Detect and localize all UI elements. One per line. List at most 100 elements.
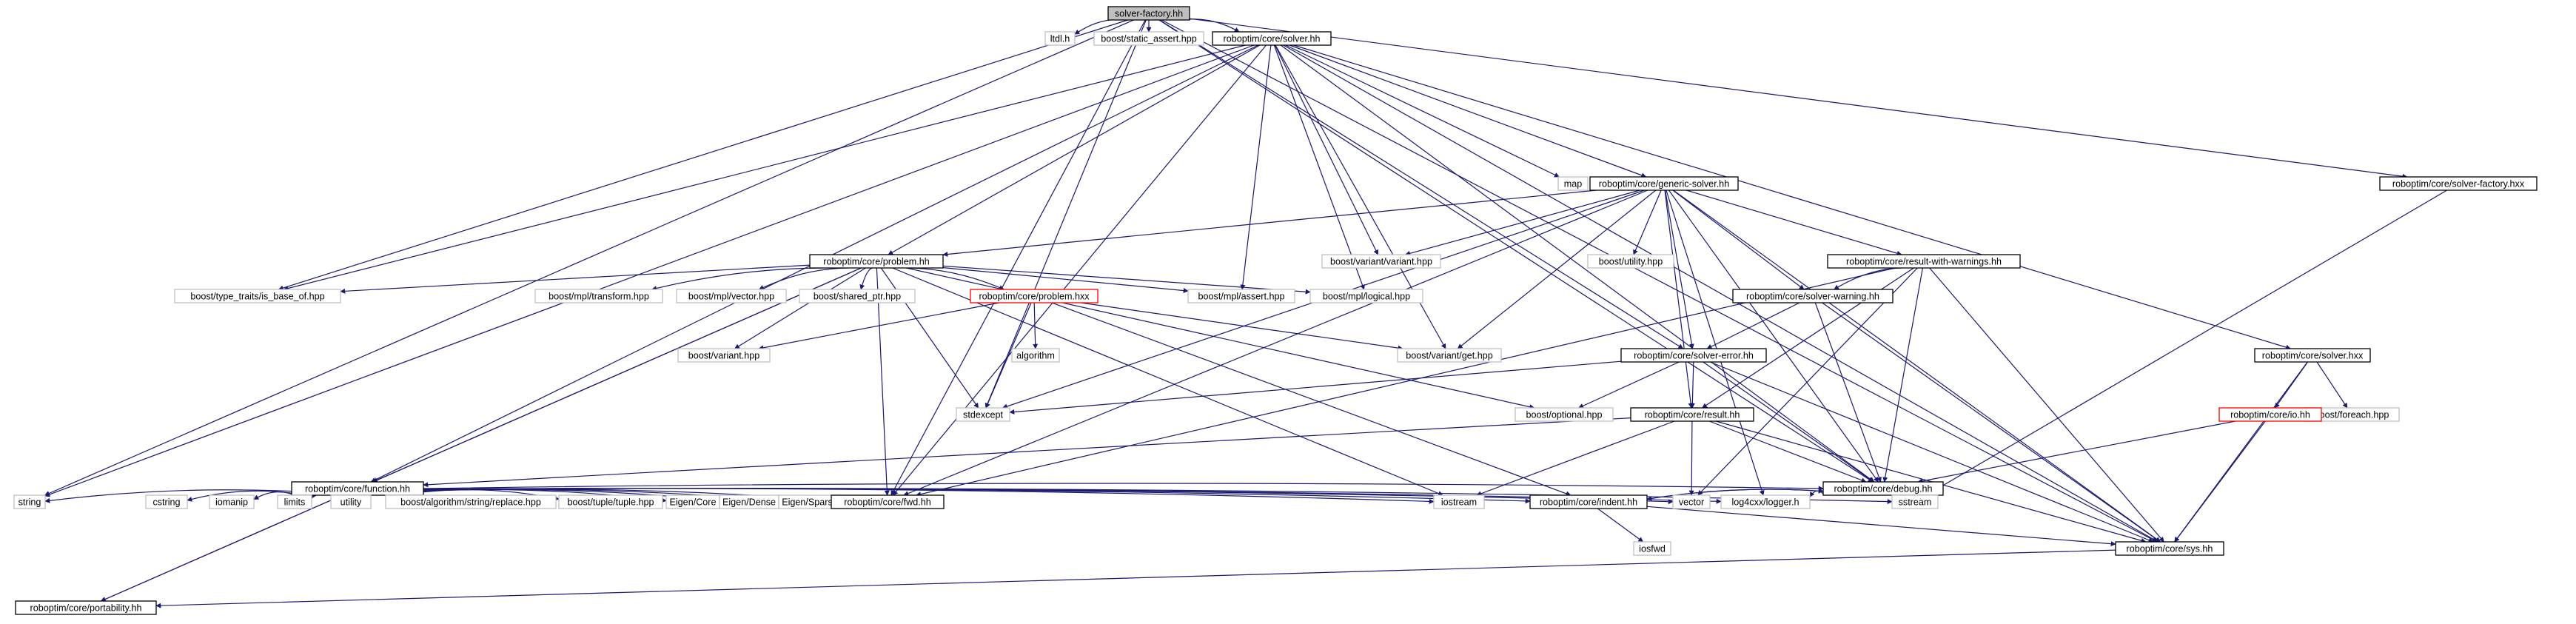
node-box [799,289,916,303]
node-box [956,407,1010,422]
node-core-fwd-hh[interactable]: roboptim/core/fwd.hh [831,494,945,509]
node-core-solver-error-hh[interactable]: roboptim/core/solver-error.hh [1620,348,1767,363]
node-label: iosfwd [1639,544,1666,554]
node-box [277,494,312,509]
node-boost-variant-variant[interactable]: boost/variant/variant.hpp [1321,254,1441,269]
node-iomanip[interactable]: iomanip [209,494,255,509]
node-boost-mpl-transform[interactable]: boost/mpl/transform.hpp [534,289,663,303]
node-box [1589,176,1739,191]
node-core-indent-hh[interactable]: roboptim/core/indent.hh [1529,494,1648,509]
node-label: roboptim/core/indent.hh [1540,497,1637,508]
node-boost-type-traits-is-base-of[interactable]: boost/type_traits/is_base_of.hpp [174,289,341,303]
include-edge-solver_factory_hh-to-core_solver_error_hh [1158,19,1684,349]
node-box [209,494,255,509]
include-edge-core_function_hh-to-sstream [423,488,1893,505]
node-label: roboptim/core/result.hh [1645,410,1740,420]
node-algorithm[interactable]: algorithm [1011,348,1060,363]
node-box [2379,176,2538,191]
node-core-result-with-warnings-hh[interactable]: roboptim/core/result-with-warnings.hh [1827,254,2021,269]
node-boost-static-assert[interactable]: boost/static_assert.hpp [1093,31,1204,46]
include-edge-core_solver_error_hh-to-core_debug_hh [1703,361,1874,483]
include-edge-core_generic_solver_hh-to-log4cxx_logger [1666,189,1765,496]
node-core-problem-hh[interactable]: roboptim/core/problem.hh [809,254,944,269]
node-label: sstream [1899,497,1932,508]
node-log4cxx-logger[interactable]: log4cxx/logger.h [1720,494,1811,509]
node-label: roboptim/core/sys.hh [2127,544,2213,554]
node-label: utility [341,497,362,508]
include-edge-core_problem_hxx-to-stdexcept [985,302,1032,409]
include-edge-core_result_hh-to-core_debug_hh [1708,420,1867,483]
include-edge-core_result_with_warnings_hh-to-core_result_hh [1702,267,1914,409]
include-edge-core_solver_warning_hh-to-core_debug_hh [1814,302,1882,483]
node-boost-variant-hpp[interactable]: boost/variant.hpp [677,348,771,363]
node-core-generic-solver-hh[interactable]: roboptim/core/generic-solver.hh [1589,176,1739,191]
node-core-debug-hh[interactable]: roboptim/core/debug.hh [1822,481,1944,496]
node-boost-shared-ptr[interactable]: boost/shared_ptr.hpp [799,289,916,303]
include-edge-core_problem_hh-to-boost_mpl_logical [942,265,1311,295]
node-core-solver-hh[interactable]: roboptim/core/solver.hh [1212,31,1332,46]
include-edge-core_problem_hh-to-boost_variant_hpp [734,267,866,349]
node-core-result-hh[interactable]: roboptim/core/result.hh [1630,407,1754,422]
node-box [1515,407,1614,422]
include-edge-core_problem_hh-to-boost_mpl_assert [942,267,1189,293]
node-cstring[interactable]: cstring [145,494,188,509]
node-boost-variant-get[interactable]: boost/variant/get.hpp [1397,348,1502,363]
node-core-function-hh[interactable]: roboptim/core/function.hh [291,481,424,496]
include-edge-core_solver_hh-to-core_problem_hh [888,44,1261,255]
node-label: stdexcept [963,410,1003,420]
node-vector[interactable]: vector [1672,494,1711,509]
node-core-solver-hxx[interactable]: roboptim/core/solver.hxx [2254,348,2371,363]
node-boost-optional[interactable]: boost/optional.hpp [1515,407,1614,422]
node-iostream[interactable]: iostream [1433,494,1485,509]
node-core-portability-hh[interactable]: roboptim/core/portability.hh [15,600,157,615]
node-boost-tuple[interactable]: boost/tuple/tuple.hpp [558,494,663,509]
node-box [1093,31,1204,46]
node-core-io-hh[interactable]: roboptim/core/io.hh [2218,407,2322,422]
node-box [1107,6,1190,21]
node-boost-utility[interactable]: boost/utility.hpp [1587,254,1674,269]
node-label: limits [284,497,306,508]
node-ltdl-h[interactable]: ltdl.h [1044,31,1076,46]
include-edge-core_sys_hh-to-core_portability_hh [155,549,2116,608]
include-edge-core_solver_hh-to-boost_variant_get [1275,44,1446,349]
node-sstream[interactable]: sstream [1891,494,1939,509]
node-label: roboptim/core/solver-error.hh [1634,351,1754,361]
include-edge-core_indent_hh-to-core_debug_hh [1646,488,1824,500]
node-boost-mpl-vector[interactable]: boost/mpl/vector.hpp [676,289,787,303]
include-edge-core_problem_hxx-to-algorithm [1033,302,1039,349]
node-iosfwd[interactable]: iosfwd [1633,541,1671,556]
node-boost-mpl-logical[interactable]: boost/mpl/logical.hpp [1309,289,1423,303]
include-edge-core_result_with_warnings_hh-to-core_solver_warning_hh [1834,267,1903,290]
node-box [1732,289,1894,303]
node-label: Eigen/Sparse [782,497,838,508]
include-edge-core_indent_hh-to-iosfwd [1597,508,1644,543]
node-box [1630,407,1754,422]
node-label: boost/mpl/transform.hpp [549,292,649,302]
node-core-sys-hh[interactable]: roboptim/core/sys.hh [2115,541,2224,556]
node-boost-algorithm-string-replace[interactable]: boost/algorithm/string/replace.hpp [385,494,557,509]
include-edge-core_generic_solver_hh-to-core_sys_hh [1673,189,2161,543]
node-box [970,289,1099,303]
node-label: roboptim/core/generic-solver.hh [1599,179,1729,189]
node-limits[interactable]: limits [277,494,312,509]
node-label: algorithm [1016,351,1055,361]
node-boost-foreach[interactable]: boost/foreach.hpp [2304,407,2400,422]
node-label: boost/algorithm/string/replace.hpp [400,497,541,508]
include-edge-core_generic_solver_hh-to-core_result_hh [1664,189,1694,409]
include-edge-core_generic_solver_hh-to-core_result_with_warnings_hh [1686,189,1902,256]
node-boost-mpl-assert[interactable]: boost/mpl/assert.hpp [1187,289,1295,303]
node-eigen-dense[interactable]: Eigen/Dense [719,494,779,509]
include-edge-core_solver_error_hh-to-stdexcept [1009,360,1622,415]
node-box [145,494,188,509]
node-core-solver-factory-hxx[interactable]: roboptim/core/solver-factory.hxx [2379,176,2538,191]
node-utility[interactable]: utility [330,494,372,509]
node-core-problem-hxx[interactable]: roboptim/core/problem.hxx [970,289,1099,303]
node-map[interactable]: map [1557,176,1589,191]
node-core-solver-warning-hh[interactable]: roboptim/core/solver-warning.hh [1732,289,1894,303]
node-string[interactable]: string [13,494,46,509]
node-label: roboptim/core/portability.hh [30,603,142,614]
node-eigen-core[interactable]: Eigen/Core [665,494,720,509]
node-eigen-sparse[interactable]: Eigen/Sparse [778,494,842,509]
node-label: boost/foreach.hpp [2315,410,2389,420]
node-stdexcept[interactable]: stdexcept [956,407,1010,422]
